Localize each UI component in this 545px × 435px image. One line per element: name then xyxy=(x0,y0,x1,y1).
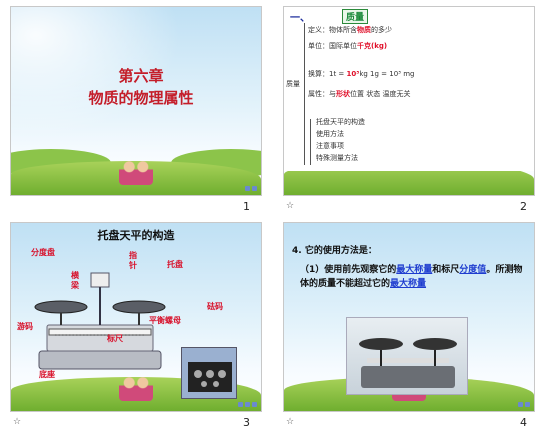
label-weights: 砝码 xyxy=(207,302,223,311)
nav-icons xyxy=(238,402,257,407)
weight-piece xyxy=(206,370,214,378)
left-pan xyxy=(34,300,88,314)
para-text: 和标尺 xyxy=(432,265,460,275)
children-illustration xyxy=(119,375,153,401)
line-text: 换算：1t = xyxy=(308,70,347,78)
slide-4[interactable]: 4. 它的使用方法是： （1）使用前先观察它的最大称量和标尺分度值。所测物体的质… xyxy=(283,222,535,412)
weights-box-image xyxy=(181,347,237,399)
para-text: 。所测物体的质量不能超过它的 xyxy=(300,265,523,289)
para-text: （1）使用前先观察它的 xyxy=(300,265,397,275)
chapter-title: 第六章 物质的物理属性 xyxy=(71,65,211,109)
chapter-number: 第六章 xyxy=(118,67,164,85)
label-scale-plate: 分度盘 xyxy=(31,248,55,257)
nav-square-icon xyxy=(245,402,250,407)
section-number: 一、 xyxy=(290,13,310,24)
weight-piece xyxy=(194,370,202,378)
right-pan xyxy=(112,300,166,314)
usage-paragraph: （1）使用前先观察它的最大称量和标尺分度值。所测物体的质量不能超过它的最大称量 xyxy=(300,263,528,291)
page-number-4: 4 xyxy=(520,416,527,429)
line-text: 属性：与 xyxy=(308,90,336,98)
blank-answer: 最大称量 xyxy=(396,265,433,275)
nav-square-icon xyxy=(252,186,257,191)
page-number-1: 1 xyxy=(243,200,250,213)
weights-set-icon xyxy=(188,362,232,392)
line-text: 位置 状态 温度无关 xyxy=(350,90,411,98)
label-rider: 游码 xyxy=(17,322,33,331)
page-number-2: 2 xyxy=(520,200,527,213)
red-answer: 形状 xyxy=(336,90,350,98)
line-text: 的多少 xyxy=(371,26,392,34)
line-text: kg 1g = 10³ mg xyxy=(359,70,415,78)
nav-square-icon xyxy=(252,402,257,407)
weight-piece xyxy=(213,381,219,387)
dial-shape xyxy=(90,272,110,288)
label-balance-nut: 平衡螺母 xyxy=(149,316,181,325)
red-answer: 物质 xyxy=(357,26,371,34)
blank-answer: 最大称量 xyxy=(390,279,427,289)
slide-title: 托盘天平的构造 xyxy=(97,229,175,242)
slide-2[interactable]: 一、 质量 质量 定义：物体所含物质的多少 单位：国际单位千克(kg) 换算：1… xyxy=(283,6,535,196)
star-icon: ☆ xyxy=(286,201,295,211)
tree-sub-bracket xyxy=(310,119,311,165)
nav-icons xyxy=(245,186,257,191)
label-ruler: 标尺 xyxy=(107,334,123,343)
label-beam: 横梁 xyxy=(71,271,79,290)
balance-illustration xyxy=(34,272,166,370)
label-tray: 托盘 xyxy=(167,260,183,269)
tree-line-special: 特殊测量方法 xyxy=(316,154,358,162)
topic-box: 质量 xyxy=(342,9,369,24)
tree-bracket xyxy=(304,23,305,165)
tree-line-property: 属性：与形状位置 状态 温度无关 xyxy=(308,89,410,99)
chapter-name: 物质的物理属性 xyxy=(88,89,194,107)
children-illustration xyxy=(119,159,153,185)
tree-line-definition: 定义：物体所含物质的多少 xyxy=(308,25,392,35)
nav-square-icon xyxy=(525,402,530,407)
usage-question: 4. 它的使用方法是： xyxy=(292,246,377,256)
balance-photo xyxy=(346,317,468,395)
photo-left-pan xyxy=(359,338,403,350)
photo-right-pan xyxy=(413,338,457,350)
nav-square-icon xyxy=(245,186,250,191)
tree-line-caution: 注意事项 xyxy=(316,142,344,150)
ruler-shape xyxy=(48,328,152,336)
tree-line-conversion: 换算：1t = 10³kg 1g = 10³ mg xyxy=(308,69,414,79)
line-text: 定义：物体所含 xyxy=(308,26,357,34)
base-shape xyxy=(38,350,162,370)
line-text: 单位：国际单位 xyxy=(308,42,357,50)
weight-piece xyxy=(201,381,207,387)
tree-root-label: 质量 xyxy=(286,80,300,88)
concept-tree-sheet xyxy=(284,7,534,171)
photo-ruler xyxy=(367,358,449,363)
red-answer: 千克(kg) xyxy=(357,42,388,50)
nav-square-icon xyxy=(238,402,243,407)
red-answer: 10³ xyxy=(346,70,360,78)
page-number-3: 3 xyxy=(243,416,250,429)
tree-line-method: 使用方法 xyxy=(316,130,344,138)
blank-answer: 分度值 xyxy=(459,265,487,275)
slide-3[interactable]: 托盘天平的构造 分度盘 横梁 指针 托盘 砝码 游码 标尺 平衡螺母 底座 xyxy=(10,222,262,412)
tree-line-unit: 单位：国际单位千克(kg) xyxy=(308,41,387,51)
nav-square-icon xyxy=(518,402,523,407)
tree-line-structure: 托盘天平的构造 xyxy=(316,118,365,126)
nav-icons xyxy=(518,402,530,407)
weight-piece xyxy=(218,370,226,378)
star-icon: ☆ xyxy=(13,417,22,427)
photo-base xyxy=(361,366,455,388)
slide-1[interactable]: 第六章 物质的物理属性 xyxy=(10,6,262,196)
star-icon: ☆ xyxy=(286,417,295,427)
label-base: 底座 xyxy=(39,370,55,379)
label-pointer: 指针 xyxy=(129,251,137,270)
balance-photo-icon xyxy=(359,338,457,388)
